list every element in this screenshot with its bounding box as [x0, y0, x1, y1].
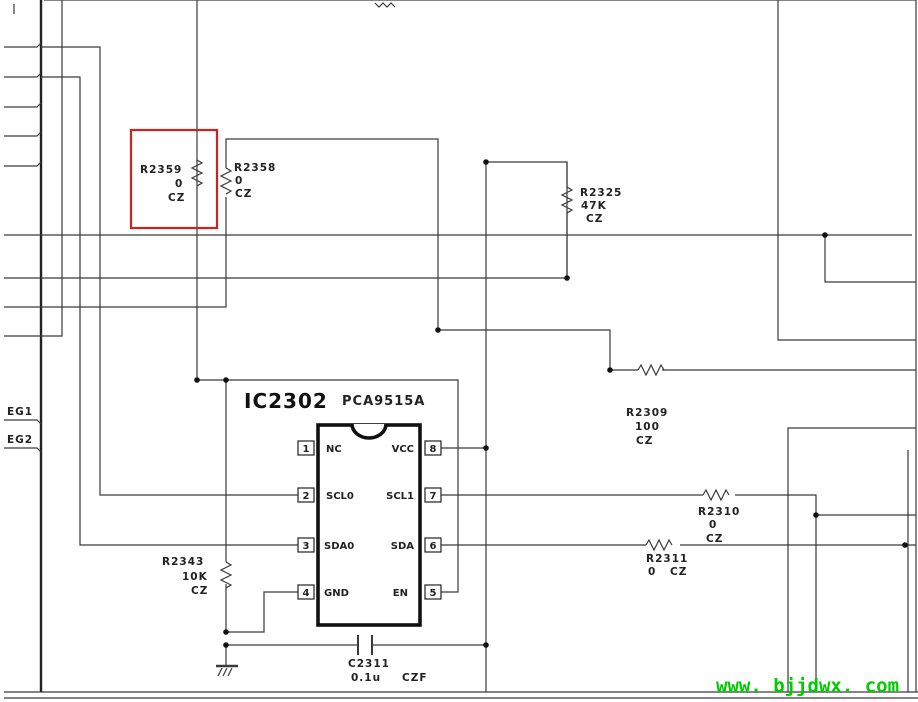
pin-name: SDA0 [324, 541, 354, 552]
pin-num: 7 [430, 491, 437, 502]
pin-name: SDA [391, 541, 415, 552]
r2311-symbol [645, 538, 673, 552]
pin-num: 4 [303, 588, 310, 599]
highlight-box [129, 128, 219, 230]
pin-name: NC [326, 444, 342, 455]
net-label-eg1: EG1 [7, 406, 33, 418]
ground-icon [216, 664, 238, 677]
left-harness [4, 42, 42, 453]
pin-name: EN [393, 588, 408, 599]
ic-ref: IC2302 [244, 389, 328, 413]
net-label-eg2: EG2 [7, 434, 33, 446]
r2359-tol: CZ [168, 192, 185, 204]
r2311-value: 0 [648, 566, 656, 578]
r2343-ref: R2343 [162, 556, 204, 568]
r2343-symbol [219, 561, 233, 589]
pin-num: 2 [303, 491, 310, 502]
r2343-tol: CZ [191, 585, 208, 597]
r2358-tol: CZ [235, 188, 252, 200]
r2310-ref: R2310 [698, 506, 740, 518]
r2310-tol: CZ [706, 533, 723, 545]
junction-dots [194, 159, 908, 648]
r2309-symbol [637, 363, 665, 377]
ic-pin-boxes [297, 440, 442, 600]
watermark: www. bjjdwx. com [716, 675, 899, 697]
r2309-value: 100 [635, 421, 660, 433]
r2309-tol: CZ [636, 435, 653, 447]
signal-wires [41, 0, 916, 692]
pin-name: SCL1 [386, 491, 414, 502]
c2311-tol: CZF [402, 672, 428, 684]
r2359-ref: R2359 [140, 164, 182, 176]
pin-num: 8 [430, 444, 437, 455]
r2309-ref: R2309 [626, 407, 668, 419]
r2310-symbol [702, 488, 730, 502]
r2325-value: 47K [581, 200, 607, 212]
r2325-symbol [560, 186, 574, 214]
c2311-symbol [357, 635, 373, 655]
pin-name: GND [324, 588, 349, 599]
c2311-value: 0.1u [351, 672, 381, 684]
pin-num: 3 [303, 541, 310, 552]
r2343-value: 10K [182, 571, 208, 583]
r2358-value: 0 [235, 175, 243, 187]
pin-name: VCC [392, 444, 414, 455]
r2359-value: 0 [175, 178, 183, 190]
r2325-ref: R2325 [580, 187, 622, 199]
pin-num: 5 [430, 588, 437, 599]
r2358-symbol [219, 167, 233, 195]
c2311-ref: C2311 [348, 658, 390, 670]
r2359-symbol [190, 159, 204, 187]
pin-num: 1 [303, 444, 310, 455]
r2310-value: 0 [709, 519, 717, 531]
r2311-ref: R2311 [646, 553, 688, 565]
pin-name: SCL0 [326, 491, 354, 502]
pin-num: 6 [430, 541, 437, 552]
r2325-tol: CZ [586, 213, 603, 225]
r2358-ref: R2358 [234, 162, 276, 174]
r2311-tol: CZ [670, 566, 687, 578]
ic-part: PCA9515A [342, 394, 425, 409]
ic-notch [350, 423, 388, 440]
top-squiggle [374, 2, 396, 8]
